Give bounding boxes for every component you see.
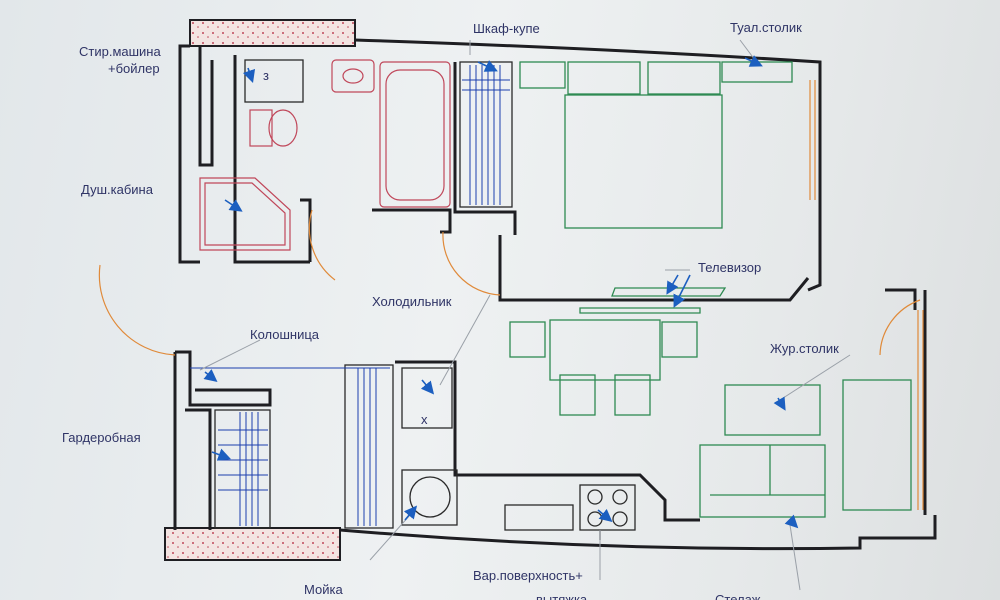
doors	[98, 209, 921, 356]
label-hob: Вар.поверхность+	[473, 568, 583, 583]
label-fridge: Холодильник	[372, 294, 452, 309]
wardrobe-hatch	[462, 65, 510, 205]
bedroom	[459, 61, 793, 314]
dining-table	[549, 319, 661, 381]
wardrobe-top	[459, 61, 513, 208]
coffee-table	[724, 384, 821, 436]
label-sink: Мойка	[304, 582, 343, 597]
bathroom	[199, 59, 451, 251]
bed	[564, 94, 723, 229]
label-column: Колошница	[250, 327, 320, 342]
leader-lines	[199, 39, 851, 591]
label-hob-2: вытяжка	[536, 592, 588, 600]
pointer-arrows	[203, 55, 799, 529]
washbasin	[331, 59, 375, 93]
toilet-tank	[249, 109, 273, 147]
shower-cabin	[199, 177, 291, 251]
fridge-mark: x	[421, 412, 428, 427]
counter	[504, 504, 574, 531]
bathtub	[379, 61, 451, 208]
label-tv: Телевизор	[698, 260, 761, 275]
label-shelf: Стелаж	[715, 592, 761, 600]
sofa	[699, 444, 826, 518]
walk-in-closet	[190, 364, 394, 529]
label-washer-boiler-2: +бойлер	[108, 61, 160, 76]
tv-bedroom	[611, 287, 727, 297]
kitchen-sink-cabinet	[401, 469, 458, 526]
kitchen-sink	[409, 476, 451, 518]
chair	[614, 374, 651, 416]
fridge	[401, 367, 453, 429]
hob	[579, 484, 636, 531]
walls	[164, 19, 937, 561]
washer-mark: з	[263, 68, 269, 83]
toilet	[268, 109, 298, 147]
brick-wall-bottom	[164, 527, 341, 561]
shelf	[842, 379, 912, 511]
label-wardrobe: Шкаф-купе	[473, 21, 540, 36]
chair	[509, 321, 546, 358]
label-shower: Душ.кабина	[81, 182, 154, 197]
chair	[661, 321, 698, 358]
label-washer-boiler: Стир.машина	[79, 44, 161, 59]
pillow-left	[567, 61, 641, 95]
brick-wall-top	[189, 19, 356, 47]
pillow-right	[647, 61, 721, 95]
label-dressing-table: Туал.столик	[730, 20, 802, 35]
dressing-table	[721, 61, 793, 83]
living-kitchen	[401, 319, 912, 531]
chair	[559, 374, 596, 416]
label-walk-in-closet: Гардеробная	[62, 430, 141, 445]
washing-machine	[244, 59, 304, 103]
tv-living	[579, 307, 701, 314]
windows	[809, 80, 924, 510]
nightstand-left	[519, 61, 566, 89]
label-coffee-table: Жур.столик	[770, 341, 839, 356]
